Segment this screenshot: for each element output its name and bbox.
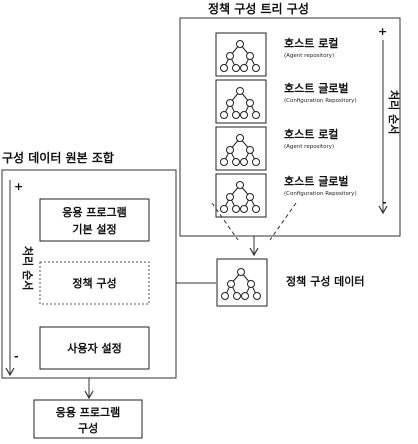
user-settings-box <box>39 326 150 370</box>
policy-config-label: 정책 구성 <box>72 276 116 290</box>
app-configuration-line1: 응용 프로그램 <box>56 405 121 419</box>
merge-order-minus: - <box>14 350 19 363</box>
tree-panel-title: 정책 구성 트리 구성 <box>208 1 309 16</box>
app-configuration-box <box>33 399 143 439</box>
tree-item-4-title: 호스트 글로벌 <box>284 174 349 188</box>
merge-panel-title: 구성 데이터 원본 조합 <box>2 150 114 165</box>
app-default-settings: 응용 프로그램 기본 설정 <box>39 198 150 242</box>
policy-config: 정책 구성 <box>39 261 150 305</box>
tree-item-2: 호스트 글로벌 (Configuration Repository) <box>215 79 357 124</box>
tree-item-4: 호스트 글로벌 (Configuration Repository) <box>215 173 357 218</box>
app-default-settings-box <box>39 198 150 242</box>
app-configuration: 응용 프로그램 구성 <box>33 399 143 439</box>
merge-order-label: 처리 순서 <box>21 246 35 290</box>
tree-item-3: 호스트 로컬 (Agent repository) <box>215 126 338 171</box>
app-configuration-line2: 구성 <box>78 421 98 435</box>
policy-data-node: 정책 구성 데이터 <box>216 258 365 307</box>
merge-order-plus: + <box>14 180 23 193</box>
tree-order-minus: - <box>382 196 387 209</box>
user-settings: 사용자 설정 <box>39 326 150 370</box>
app-default-settings-line2: 기본 설정 <box>72 222 116 236</box>
tree-order-plus: + <box>378 25 387 38</box>
tree-order-label: 처리 순서 <box>387 90 401 134</box>
policy-data-label: 정책 구성 데이터 <box>286 274 365 288</box>
tree-item-1: 호스트 로컬 (Agent repository) <box>215 32 338 77</box>
tree-item-3-title: 호스트 로컬 <box>284 127 338 141</box>
policy-config-box <box>39 261 150 305</box>
user-settings-label: 사용자 설정 <box>67 341 121 355</box>
funnel-right-line <box>269 202 297 241</box>
tree-item-1-subtitle: (Agent repository) <box>284 53 334 59</box>
funnel-left-line <box>211 202 239 241</box>
tree-item-2-subtitle: (Configuration Repository) <box>284 98 357 104</box>
tree-item-4-subtitle: (Configuration Repository) <box>284 191 357 197</box>
tree-panel <box>179 17 401 237</box>
tree-item-3-subtitle: (Agent repository) <box>284 144 334 150</box>
tree-item-2-title: 호스트 글로벌 <box>284 81 349 95</box>
tree-item-1-title: 호스트 로컬 <box>284 36 338 50</box>
app-default-settings-line1: 응용 프로그램 <box>62 205 127 219</box>
